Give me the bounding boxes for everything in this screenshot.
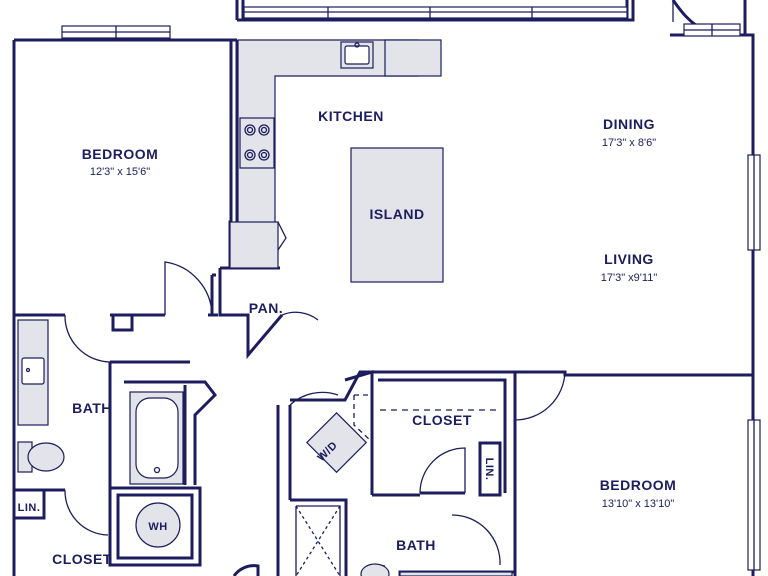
linen-center-label: LIN. xyxy=(483,458,495,481)
living-label: LIVING xyxy=(604,251,654,267)
wh-label: WH xyxy=(148,521,167,533)
bath-fixtures xyxy=(17,319,513,576)
bath-left-label: BATH xyxy=(72,400,112,416)
pantry-label: PAN. xyxy=(249,300,283,316)
bedroom-left-label: BEDROOM xyxy=(82,146,159,162)
dining-dims: 17'3" x 8'6" xyxy=(602,137,656,149)
closet-left-label: CLOSET xyxy=(52,551,112,567)
room-labels: BEDROOM 12'3" x 15'6" KITCHEN ISLAND DIN… xyxy=(18,108,677,567)
kitchen-label: KITCHEN xyxy=(318,108,384,124)
linen-left-label: LIN. xyxy=(18,502,41,514)
bedroom-right-label: BEDROOM xyxy=(600,477,677,493)
top-windows xyxy=(61,6,741,39)
kitchen-counters xyxy=(229,39,442,269)
closet-center-label: CLOSET xyxy=(412,412,472,428)
right-windows xyxy=(747,154,761,571)
dining-label: DINING xyxy=(603,116,655,132)
bedroom-right-dims: 13'10" x 13'10" xyxy=(602,498,675,510)
bath-center-label: BATH xyxy=(396,537,436,553)
island-label: ISLAND xyxy=(369,206,424,222)
kitchen-island xyxy=(350,147,444,283)
bedroom-left-dims: 12'3" x 15'6" xyxy=(90,166,150,178)
living-dims: 17'3" x9'11" xyxy=(601,272,658,284)
